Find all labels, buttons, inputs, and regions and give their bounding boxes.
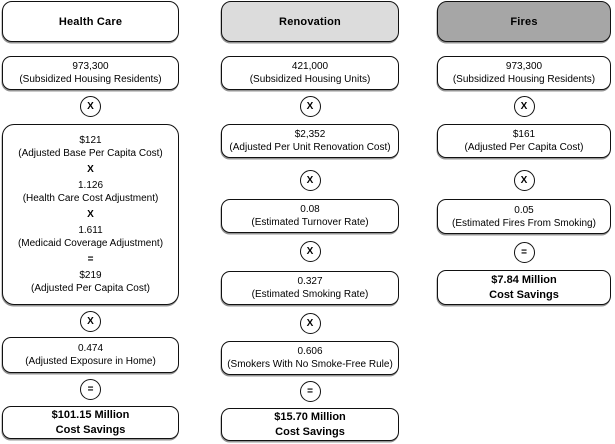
box-subsidized-housing-residents: 973,300 (Subsidized Housing Residents) [437, 56, 611, 90]
calc-pair: $121 (Adjusted Base Per Capita Cost) [18, 134, 163, 160]
result-amount: $101.15 Million [51, 408, 130, 421]
multiply-sign: X [87, 315, 94, 327]
multiply-sign: X [520, 100, 528, 112]
label-text: (Medicaid Coverage Adjustment) [17, 238, 164, 249]
box-adjusted-per-capita-cost-calculation: $121 (Adjusted Base Per Capita Cost) X 1… [2, 124, 179, 305]
column-health-care: Health Care 973,300 (Subsidized Housing … [2, 0, 179, 439]
box-estimated-smoking-rate: 0.327 (Estimated Smoking Rate) [221, 271, 399, 305]
multiply-operator: X [299, 96, 321, 117]
header-renovation: Renovation [221, 1, 399, 42]
calc-pair: $219 (Adjusted Per Capita Cost) [31, 269, 150, 295]
value-text: 421,000 [291, 61, 329, 72]
box-adjusted-per-capita-cost: $161 (Adjusted Per Capita Cost) [437, 124, 611, 158]
label-text: (Subsidized Housing Units) [249, 74, 371, 85]
value-text: 0.08 [300, 204, 320, 215]
value-text: 1.611 [78, 225, 103, 236]
box-estimated-fires-from-smoking: 0.05 (Estimated Fires From Smoking) [437, 199, 611, 234]
value-text: $2,352 [294, 129, 326, 140]
equals-sign: = [87, 254, 94, 265]
value-text: 973,300 [505, 61, 543, 72]
equals-sign: = [87, 383, 94, 395]
box-adjusted-per-unit-renovation-cost: $2,352 (Adjusted Per Unit Renovation Cos… [221, 124, 399, 158]
value-text: 0.606 [297, 346, 323, 357]
multiply-operator: X [80, 311, 101, 332]
result-amount: $15.70 Million [274, 410, 346, 423]
multiply-sign: X [306, 245, 314, 257]
multiply-sign: X [306, 317, 314, 329]
label-text: (Estimated Fires From Smoking) [452, 217, 596, 229]
label-text: (Smokers With No Smoke-Free Rule) [227, 359, 393, 370]
cost-savings-box-health-care: $101.15 Million Cost Savings [2, 406, 179, 439]
calc-pair: 1.126 (Health Care Cost Adjustment) [23, 179, 159, 205]
label-text: (Subsidized Housing Residents) [452, 74, 596, 85]
value-text: 0.05 [514, 204, 534, 216]
multiply-operator: X [80, 96, 101, 117]
multiply-sign: X [520, 174, 528, 186]
value-text: $121 [79, 135, 102, 146]
result-label: Cost Savings [275, 425, 345, 438]
value-text: 973,300 [72, 61, 109, 72]
box-estimated-turnover-rate: 0.08 (Estimated Turnover Rate) [221, 199, 399, 233]
equals-sign: = [521, 246, 527, 258]
value-text: $161 [512, 129, 536, 140]
equals-sign: = [307, 385, 313, 397]
multiply-operator: X [299, 241, 321, 262]
value-text: 1.126 [77, 180, 104, 191]
multiply-sign: X [87, 209, 94, 220]
equals-operator: = [513, 242, 535, 263]
result-label: Cost Savings [55, 423, 126, 436]
result-label: Cost Savings [489, 288, 559, 301]
header-fires: Fires [437, 1, 611, 42]
result-amount: $7.84 Million [491, 273, 557, 286]
box-adjusted-exposure-in-home: 0.474 (Adjusted Exposure in Home) [2, 337, 179, 373]
value-text: 0.327 [297, 276, 323, 287]
cost-savings-box-fires: $7.84 Million Cost Savings [437, 270, 611, 305]
label-text: (Subsidized Housing Residents) [19, 74, 162, 85]
calc-pair: 1.611 (Medicaid Coverage Adjustment) [18, 224, 163, 250]
header-health-care: Health Care [2, 1, 179, 42]
equals-operator: = [80, 379, 101, 400]
value-text: $219 [79, 270, 102, 281]
equals-operator: = [299, 381, 321, 402]
multiply-operator: X [513, 96, 535, 117]
label-text: (Estimated Smoking Rate) [251, 289, 369, 300]
label-text: (Adjusted Base Per Capita Cost) [18, 148, 163, 159]
multiply-operator: X [513, 170, 535, 191]
label-text: (Adjusted Exposure in Home) [25, 356, 156, 367]
label-text: (Health Care Cost Adjustment) [22, 193, 159, 204]
column-renovation: Renovation 421,000 (Subsidized Housing U… [221, 0, 399, 441]
label-text: (Adjusted Per Capita Cost) [31, 283, 150, 294]
multiply-sign: X [306, 174, 314, 186]
label-text: (Estimated Turnover Rate) [251, 217, 369, 228]
multiply-operator: X [299, 170, 321, 191]
box-smokers-with-no-smoke-free-rule: 0.606 (Smokers With No Smoke-Free Rule) [221, 341, 399, 375]
cost-savings-box-renovation: $15.70 Million Cost Savings [221, 408, 399, 441]
box-subsidized-housing-units: 421,000 (Subsidized Housing Units) [221, 56, 399, 90]
multiply-sign: X [87, 164, 94, 175]
multiply-sign: X [87, 100, 94, 112]
box-subsidized-housing-residents: 973,300 (Subsidized Housing Residents) [2, 56, 179, 90]
column-fires: Fires 973,300 (Subsidized Housing Reside… [437, 0, 611, 305]
value-text: 0.474 [77, 343, 104, 354]
label-text: (Adjusted Per Capita Cost) [464, 142, 584, 153]
label-text: (Adjusted Per Unit Renovation Cost) [229, 142, 391, 153]
multiply-operator: X [299, 313, 321, 334]
multiply-sign: X [306, 100, 314, 112]
